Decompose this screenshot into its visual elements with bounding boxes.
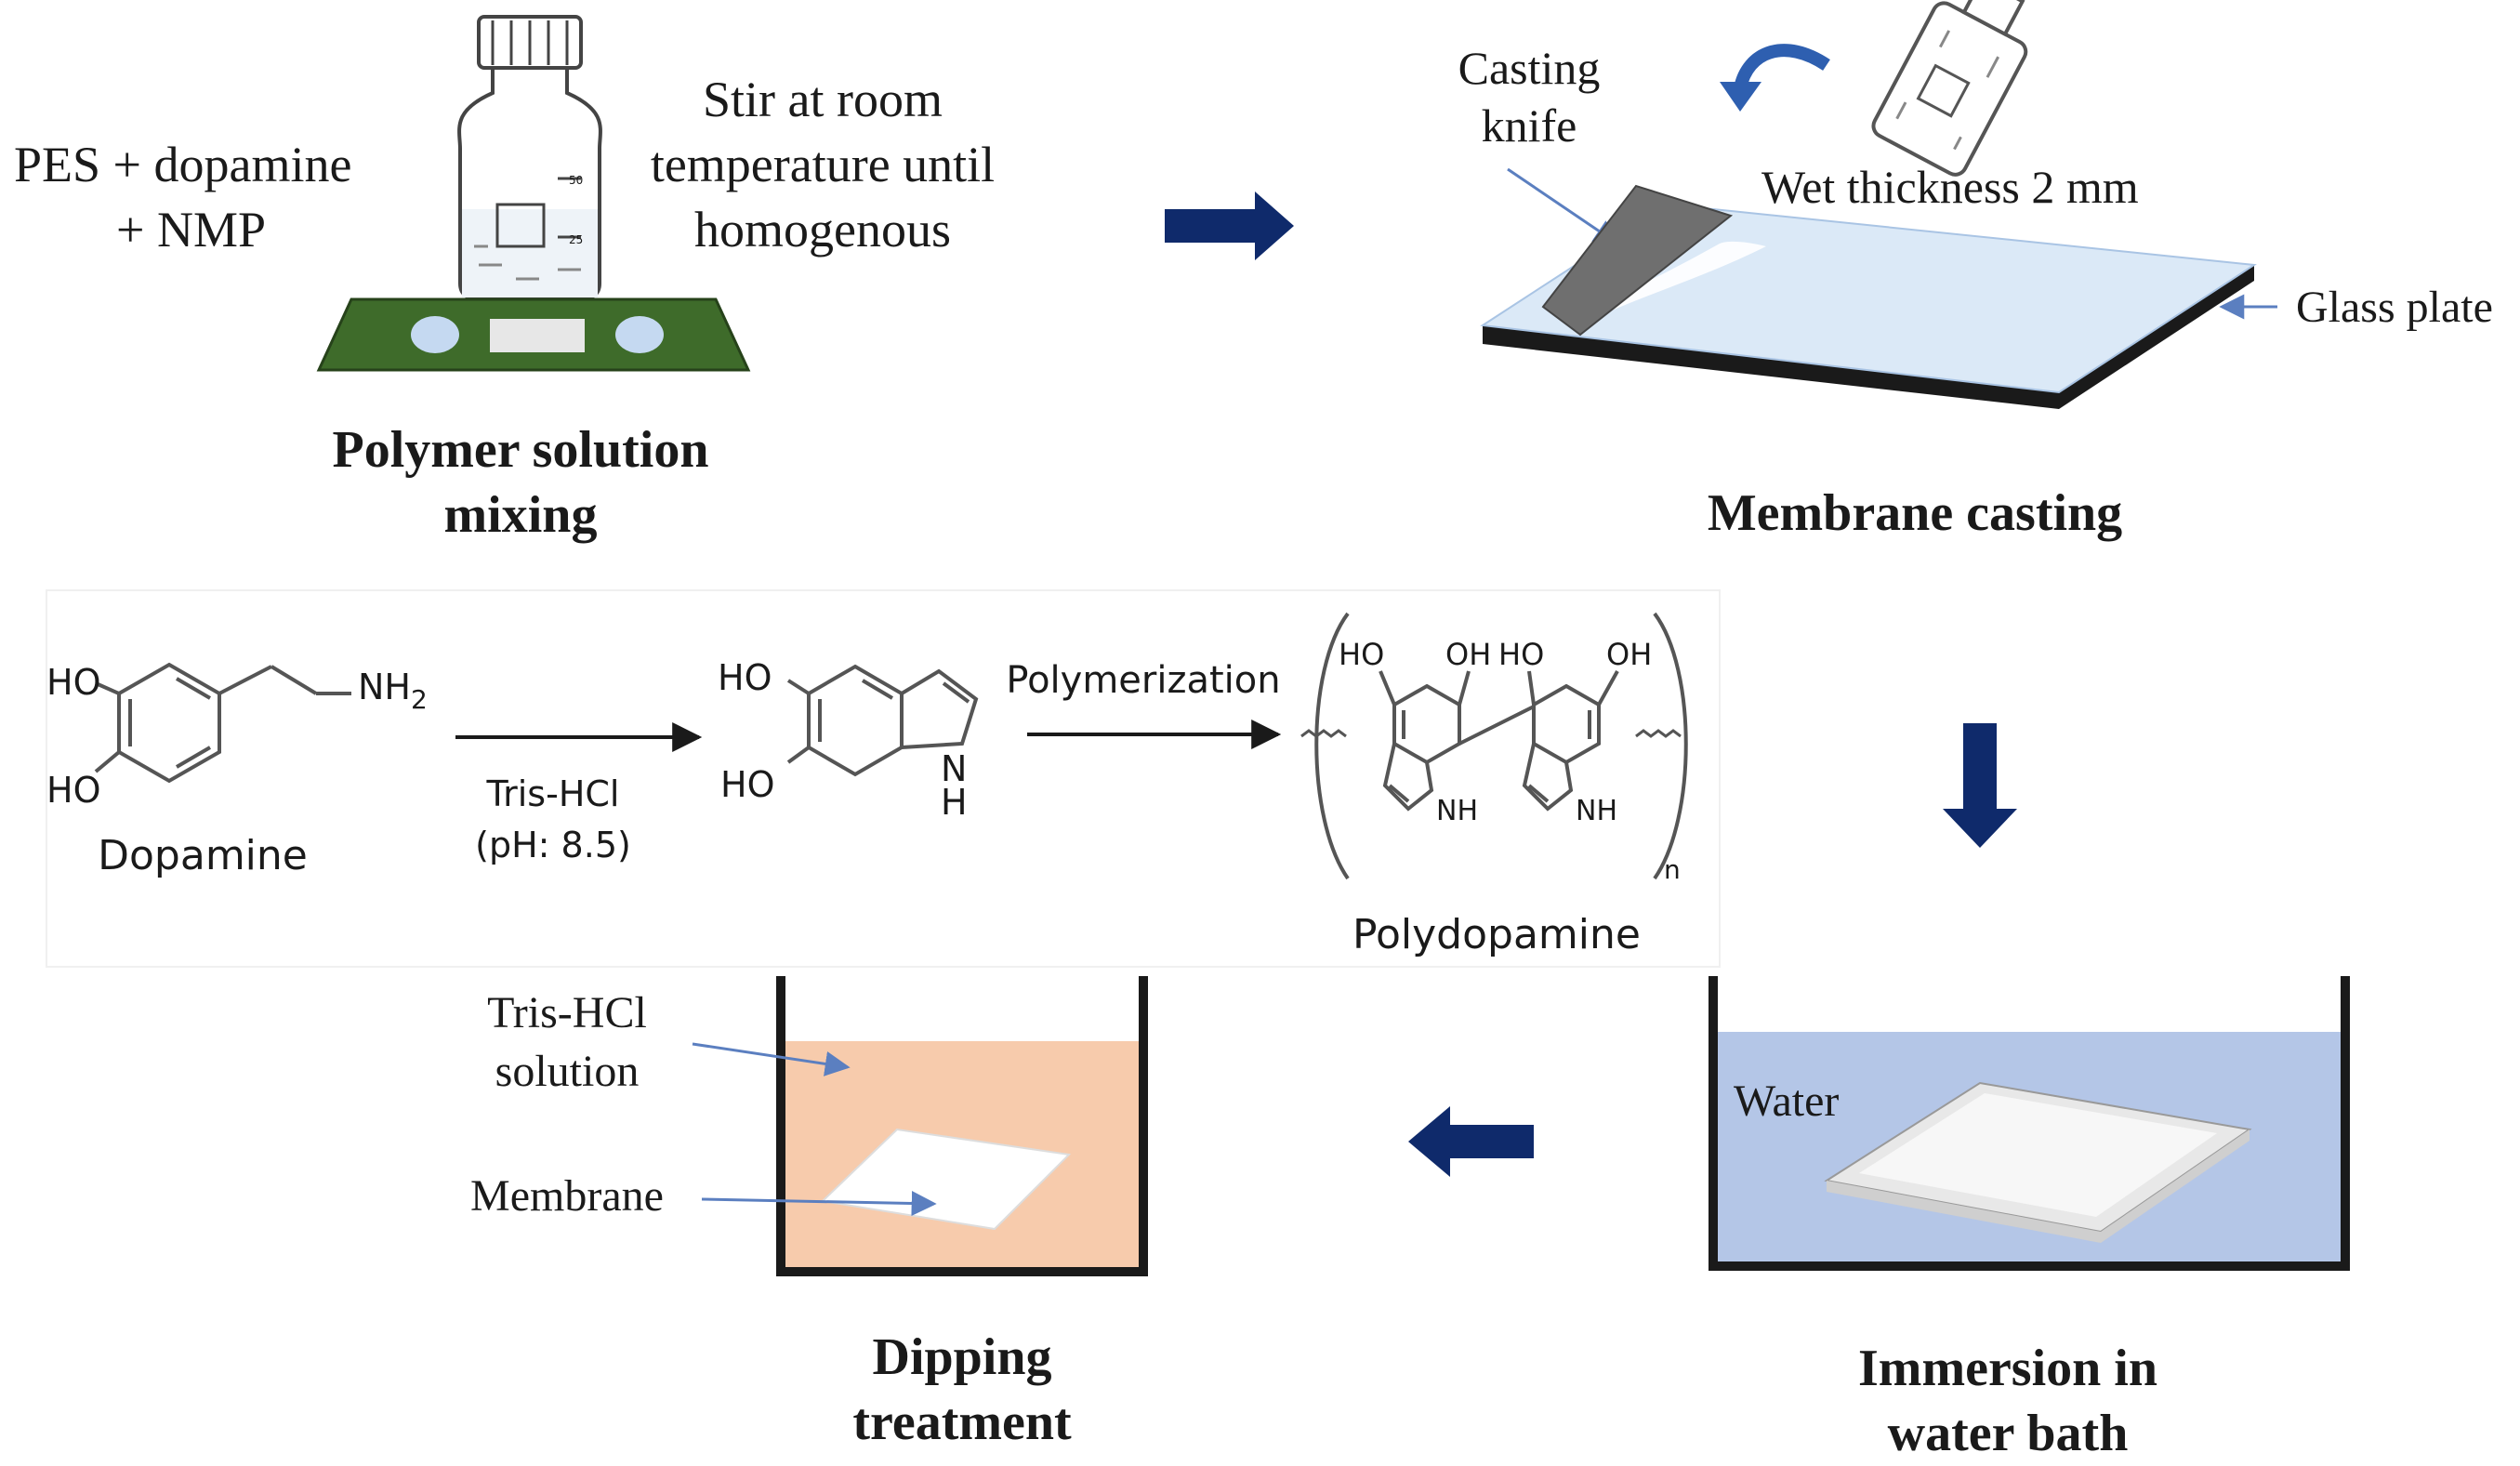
membrane-in-bath-icon — [1824, 1081, 2252, 1243]
reagents-label-line1: PES + dopamine — [14, 137, 351, 192]
condition-line2: (pH: 8.5) — [475, 825, 631, 865]
glass-plate-label: Glass plate — [2296, 283, 2493, 332]
reaction-scheme: HO HO NH2 Dopamine Tris-HCl (pH: 8.5) HO… — [46, 589, 1721, 968]
polymer-ho-2: HO — [1498, 637, 1544, 672]
solution-label-line2: solution — [495, 1047, 640, 1096]
polymer-oh-1: OH — [1445, 637, 1491, 672]
solution-pointer-arrow — [692, 1042, 851, 1076]
polymer-nh-2: NH — [1576, 795, 1617, 827]
step-title-immersion-line2: water bath — [1888, 1405, 2129, 1462]
flow-arrow-left — [1408, 1106, 1534, 1177]
step-title-immersion-line1: Immersion in — [1858, 1340, 2157, 1397]
condition-line1: Tris-HCl — [486, 773, 620, 814]
reactant-name: Dopamine — [98, 832, 308, 879]
polymerization-label: Polymerization — [1006, 659, 1280, 702]
flow-arrow-down — [1943, 723, 2017, 848]
pour-arrow-icon — [1734, 44, 1830, 90]
step-immersion-water-bath: Water Immersion in water bath — [1709, 976, 2350, 1462]
step-polymer-solution-mixing: PES + dopamine + NMP 50 25 — [14, 15, 995, 544]
step-title-casting: Membrane casting — [1708, 484, 2122, 542]
intermediate-ho-top: HO — [718, 657, 772, 698]
solution-label-line1: Tris-HCl — [487, 988, 647, 1037]
water-label: Water — [1734, 1076, 1839, 1126]
step-membrane-casting: Casting knife Wet thickness 2 mm Glass p… — [1458, 0, 2493, 542]
polymer-oh-2: OH — [1606, 637, 1652, 672]
casting-knife-icon — [1541, 184, 1734, 337]
intermediate-h: H — [941, 782, 968, 823]
knife-label-line2: knife — [1482, 99, 1577, 152]
step-dipping-treatment: Tris-HCl solution Membrane Dipping treat… — [470, 976, 1148, 1451]
knife-pointer-arrow — [1507, 167, 1620, 245]
bottle-mark-50: 50 — [569, 174, 583, 187]
flow-arrow-right — [1165, 192, 1294, 260]
wet-thickness-label: Wet thickness 2 mm — [1761, 161, 2139, 213]
knife-label-line1: Casting — [1458, 42, 1601, 94]
dopamine-structure — [94, 662, 351, 784]
polymer-subscript-n: n — [1664, 854, 1681, 885]
intermediate-ho-bottom: HO — [720, 764, 774, 805]
step-title-mixing-line1: Polymer solution — [333, 421, 709, 479]
polydopamine-structure — [1300, 612, 1688, 880]
polymer-ho-1: HO — [1339, 637, 1384, 672]
bottle-mark-25: 25 — [569, 233, 583, 246]
step-title-dipping-line1: Dipping — [873, 1328, 1052, 1386]
instruction-line1: Stir at room — [703, 72, 943, 127]
product-name: Polydopamine — [1352, 911, 1641, 958]
stirrer-plate-icon — [316, 297, 751, 372]
step-title-dipping-line2: treatment — [852, 1393, 1072, 1451]
reagents-label-line2: + NMP — [116, 202, 266, 258]
dopamine-ho-top: HO — [46, 662, 100, 703]
dopamine-ho-bottom: HO — [46, 770, 100, 811]
polymer-nh-1: NH — [1436, 795, 1478, 827]
instruction-line3: homogenous — [694, 202, 951, 258]
dipping-container — [776, 976, 1148, 1276]
water-bath-container — [1709, 976, 2350, 1271]
bottle-icon: 50 25 — [457, 15, 602, 301]
membrane-label: Membrane — [470, 1171, 664, 1221]
intermediate-structure — [786, 664, 979, 777]
tilted-bottle-icon — [1871, 0, 2028, 177]
intermediate-n: N — [941, 748, 967, 789]
step-title-mixing-line2: mixing — [444, 486, 598, 544]
membrane-pointer-arrow — [701, 1191, 937, 1217]
instruction-line2: temperature until — [651, 137, 995, 192]
